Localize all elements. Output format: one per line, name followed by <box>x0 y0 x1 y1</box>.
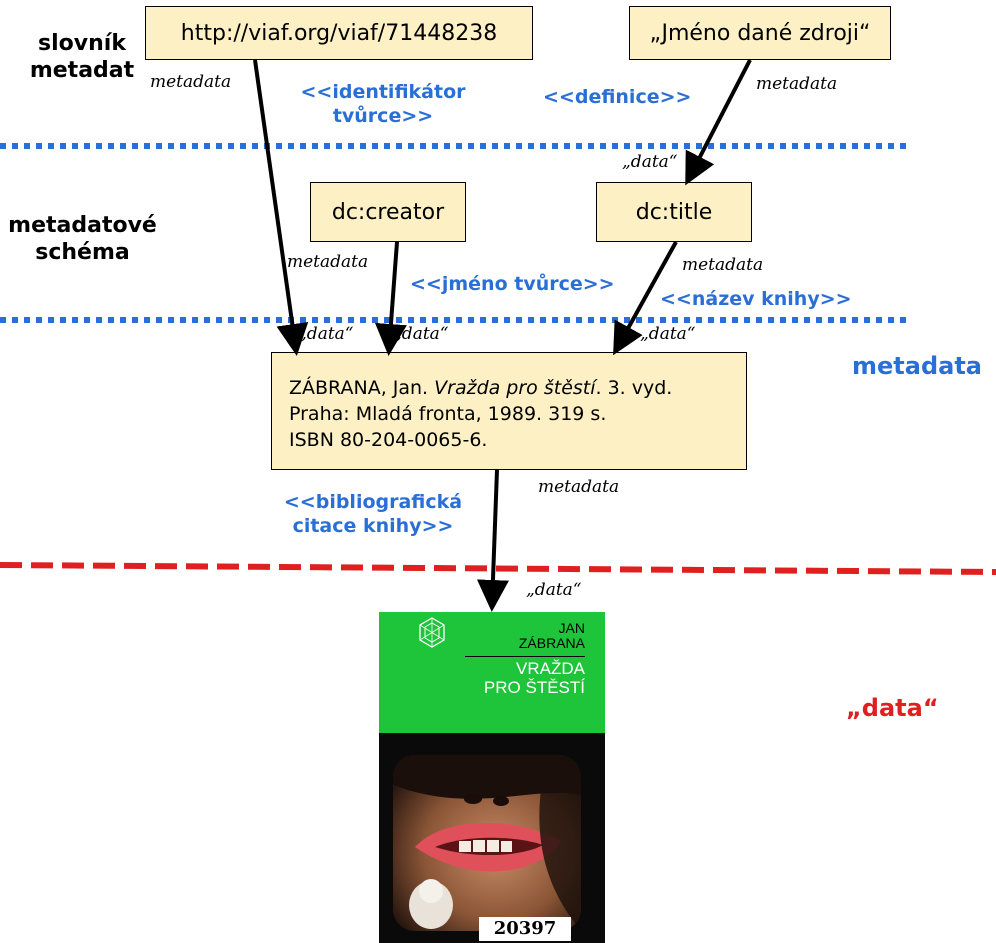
book-cover: JAN ZÁBRANA VRAŽDA PRO ŠTĚSTÍ <box>379 612 605 943</box>
cover-emblem-icon <box>419 617 445 648</box>
edge-label-data-book: „data“ <box>526 580 582 600</box>
cover-number: 20397 <box>479 917 571 941</box>
face-photo-icon <box>393 755 581 931</box>
viaf-uri-text: http://viaf.org/viaf/71448238 <box>180 20 498 46</box>
citation-box: ZÁBRANA, Jan. Vražda pro štěstí. 3. vyd.… <box>271 352 747 470</box>
photo-frame <box>393 755 581 931</box>
cover-rule <box>465 656 585 657</box>
arrow-creator-to-citation <box>374 241 407 356</box>
edge-label-metadata-viaf: metadata <box>150 72 232 92</box>
citation-book-title: Vražda pro štěstí <box>434 377 596 399</box>
arrow-citation-to-book <box>476 469 509 612</box>
edge-label-data-viaf: „data“ <box>298 324 354 344</box>
separator-metadata-data <box>0 562 996 575</box>
layer-label-vocabulary: slovník metadat <box>29 31 135 83</box>
edge-label-data-title: „data“ <box>622 152 678 172</box>
citation-edition: . 3. vyd. <box>595 377 673 399</box>
relation-creator-identifier: <<identifikátor tvůrce>> <box>300 81 466 127</box>
citation-line-3: ISBN 80-204-0065-6. <box>289 429 488 451</box>
edge-label-metadata-citation: metadata <box>538 477 620 497</box>
citation-line-2: Praha: Mladá fronta, 1989. 319 s. <box>289 403 607 425</box>
layer-label-metadata: metadata <box>852 352 982 380</box>
relation-creator-name: <<jméno tvůrce>> <box>410 273 615 295</box>
relation-book-title: <<název knihy>> <box>660 288 852 310</box>
citation-line-1: ZÁBRANA, Jan. Vražda pro štěstí. 3. vyd. <box>289 375 746 401</box>
cover-photo: 20397 <box>379 733 605 943</box>
layer-label-schema: metadatové schéma <box>8 213 157 265</box>
dc-creator-text: dc:creator <box>331 199 445 225</box>
viaf-uri-box: http://viaf.org/viaf/71448238 <box>145 6 533 60</box>
arrow-viaf-to-citation <box>253 59 309 356</box>
layer-label-data: „data“ <box>846 694 939 722</box>
cover-title: VRAŽDA PRO ŠTĚSTÍ <box>483 659 585 697</box>
edge-label-metadata-title: metadata <box>682 255 764 275</box>
citation-author: ZÁBRANA, Jan. <box>289 377 435 399</box>
relation-definition: <<definice>> <box>543 86 692 108</box>
edge-label-metadata-definition: metadata <box>756 74 838 94</box>
edge-label-data-citation-title: „data“ <box>640 324 696 344</box>
cover-author: JAN ZÁBRANA <box>518 620 585 651</box>
dc-creator-box: dc:creator <box>310 182 466 242</box>
edge-label-metadata-creator: metadata <box>287 252 369 272</box>
edge-label-data-creator: „data“ <box>393 324 449 344</box>
relation-citation: <<bibliografická citace knihy>> <box>283 491 463 537</box>
definition-box: „Jméno dané zdroji“ <box>629 6 891 60</box>
arrow-definition-to-title <box>685 59 752 186</box>
dc-title-text: dc:title <box>635 199 713 225</box>
dc-title-box: dc:title <box>596 182 752 242</box>
arrow-title-to-citation <box>613 241 678 356</box>
definition-text: „Jméno dané zdroji“ <box>649 20 871 46</box>
